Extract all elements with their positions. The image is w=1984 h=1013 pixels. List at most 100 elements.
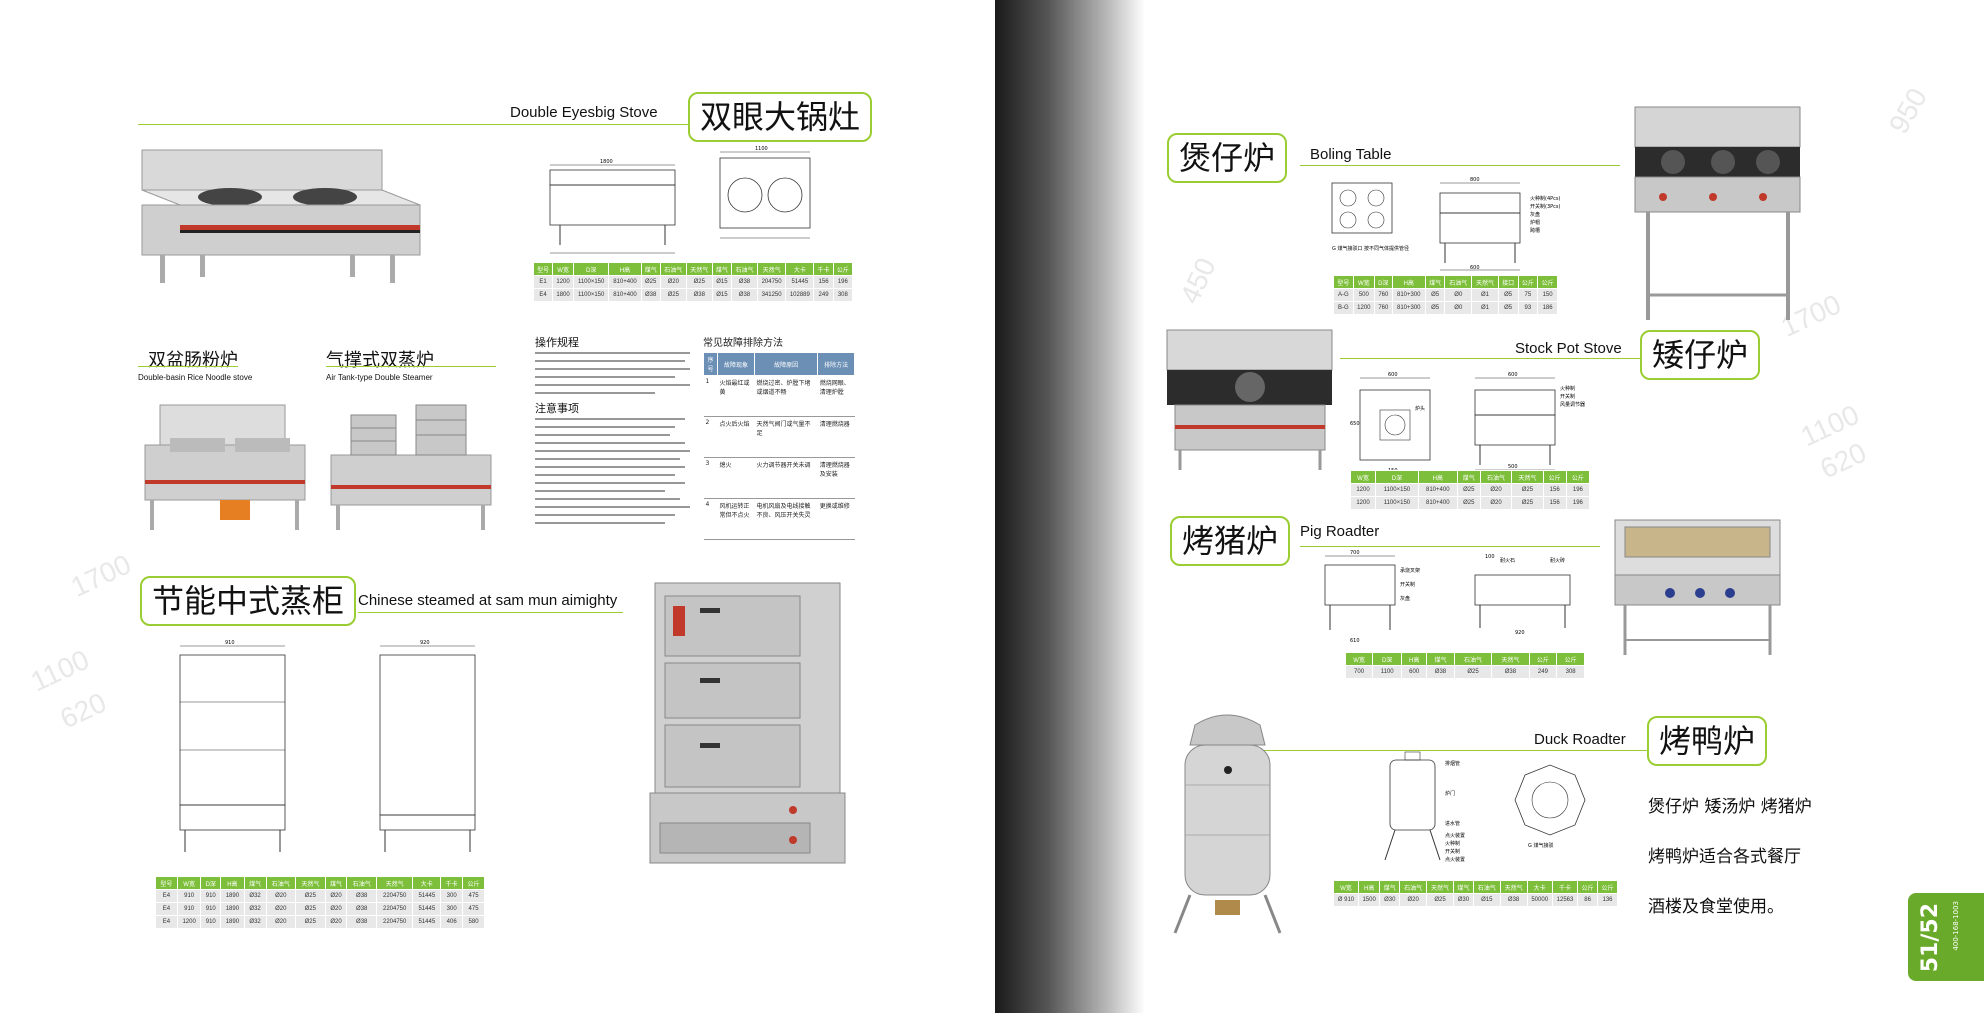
cell: 810+400 <box>1417 496 1458 510</box>
cell: Ø25 <box>1453 665 1493 679</box>
cell: 清理燃烧器 <box>817 416 855 458</box>
fault-header: 故障现象 <box>716 352 756 376</box>
cell: 天然气阀门或气量不足 <box>754 416 818 458</box>
cell: Ø20 <box>324 902 348 916</box>
cell: 1100×150 <box>1375 483 1419 497</box>
spec-header: W宽 <box>176 876 202 890</box>
cell: 1100×150 <box>572 275 610 289</box>
steamer-title-cn: 气撑式双蒸炉 <box>326 350 434 371</box>
rice-noodle-title-cn: 双盆肠粉炉 <box>148 350 238 371</box>
cell: Ø25 <box>685 275 713 289</box>
cell: 51445 <box>785 275 815 289</box>
boling-title-en: Boling Table <box>1310 146 1392 163</box>
cell: 51445 <box>412 902 442 916</box>
cell: 1890 <box>220 902 245 916</box>
cell: 156 <box>813 275 834 289</box>
part-label: 炉头 <box>1415 405 1425 412</box>
cell: 760 <box>1373 288 1393 302</box>
cell: Ø15 <box>1472 893 1501 907</box>
cell: Ø38 <box>640 288 661 302</box>
cell: Ø25 <box>295 915 326 929</box>
notes-title: 注意事项 <box>535 402 579 415</box>
cell: Ø25 <box>640 275 661 289</box>
cell: Ø25 <box>1511 483 1544 497</box>
cell: Ø38 <box>1499 893 1528 907</box>
dim-label: 600 <box>1470 265 1480 271</box>
cell: 810+400 <box>608 288 642 302</box>
double-eye-title-en: Double Eyesbig Stove <box>510 104 658 121</box>
stock-pot-drawings: 600 650 150 炉头 600 500 火种制 开关制 风量调节器 <box>1350 372 1585 474</box>
cell: B-G <box>1333 301 1354 315</box>
section-rule <box>138 366 238 367</box>
cell: 4 <box>703 498 718 540</box>
rice-noodle-stove-image <box>144 404 306 530</box>
cell: E4 <box>532 288 554 302</box>
cell: Ø38 <box>346 915 377 929</box>
cell: Ø20 <box>265 889 297 903</box>
cell: 249 <box>813 288 834 302</box>
part-label: 灰盘 <box>1400 595 1410 602</box>
cell: 更换或维修 <box>817 498 855 540</box>
part-label: 火种制 <box>1560 385 1575 392</box>
part-label: 火种制 <box>1445 840 1460 847</box>
rice-noodle-title-en: Double-basin Rice Noodle stove <box>138 373 253 382</box>
cell: Ø38 <box>730 275 758 289</box>
cell: 196 <box>1565 483 1591 497</box>
spec-header: D深 <box>572 262 610 276</box>
cell: Ø20 <box>265 902 297 916</box>
notes-text-lines <box>535 418 690 524</box>
cell: 910 <box>176 889 202 903</box>
page-number-tab: 51/52 400-168-1003 <box>1908 893 1984 981</box>
cell: 700 <box>1344 665 1374 679</box>
cell: Ø38 <box>346 902 377 916</box>
watermark: 950 <box>1882 82 1934 139</box>
table-row: 4 风机运转正常但不点火 电机风扇及电线接触不良、风压开关失灵 更换或维修 <box>703 498 855 540</box>
section-rule <box>138 124 698 125</box>
cell: 760 <box>1373 301 1393 315</box>
cell: 136 <box>1597 893 1618 907</box>
cell: 196 <box>832 275 854 289</box>
cell: 300 <box>440 889 464 903</box>
steamer-title-en: Air Tank-type Double Steamer <box>326 373 433 382</box>
fault-header: 序号 <box>703 352 718 376</box>
cell: Ø5 <box>1497 301 1519 315</box>
stockpot-title-cn: 矮仔炉 <box>1640 330 1761 380</box>
cell: E1 <box>532 275 554 289</box>
cell: Ø25 <box>1511 496 1544 510</box>
part-label: 跨槽 <box>1530 227 1540 234</box>
part-label: 火种制(4Pcs) <box>1530 195 1561 202</box>
dim-label: 700 <box>1350 550 1360 556</box>
dim-label: 1800 <box>600 159 613 165</box>
double-eye-front-drawing: 1800 <box>549 159 676 254</box>
double-eye-stove-image <box>141 149 421 283</box>
spec-table-cabinet: 型号 W宽 D深 H高 煤气 石油气 天然气 煤气 石油气 天然气 大卡 千卡 … <box>155 876 485 929</box>
part-label: 排烟管 <box>1445 760 1460 767</box>
cell: Ø20 <box>1479 496 1513 510</box>
watermark: 1700 <box>1776 288 1846 343</box>
cell: Ø25 <box>295 902 326 916</box>
part-label: 开关制(3Pcs) <box>1530 203 1561 210</box>
spec-table-double-eye: 型号 W宽 D深 H高 煤气 石油气 天然气 煤气 石油气 天然气 大卡 千卡 … <box>532 262 854 302</box>
part-label: 灰盘 <box>1530 211 1540 218</box>
cell: 308 <box>1556 665 1585 679</box>
steam-cabinet-image <box>649 582 846 864</box>
spec-header: 石油气 <box>730 262 758 276</box>
cell: 580 <box>462 915 485 929</box>
dim-label: 650 <box>1350 421 1360 427</box>
cell: 燃烧过密、炉膛下堵或烟道不畅 <box>754 375 818 417</box>
cell: Ø0 <box>1444 288 1473 302</box>
spec-header: 大卡 <box>785 262 815 276</box>
cabinet-drawings: 910 920 <box>179 640 476 852</box>
dim-label: 910 <box>225 640 235 646</box>
cell: 2204750 <box>375 889 414 903</box>
fault-header: 排除方法 <box>817 352 855 376</box>
operating-procedures: 操作规程 注意事项 <box>535 336 695 533</box>
cell: Ø38 <box>730 288 758 302</box>
cell: 341250 <box>756 288 787 302</box>
cell: Ø 910 <box>1333 893 1359 907</box>
cell: 1200 <box>1349 483 1377 497</box>
